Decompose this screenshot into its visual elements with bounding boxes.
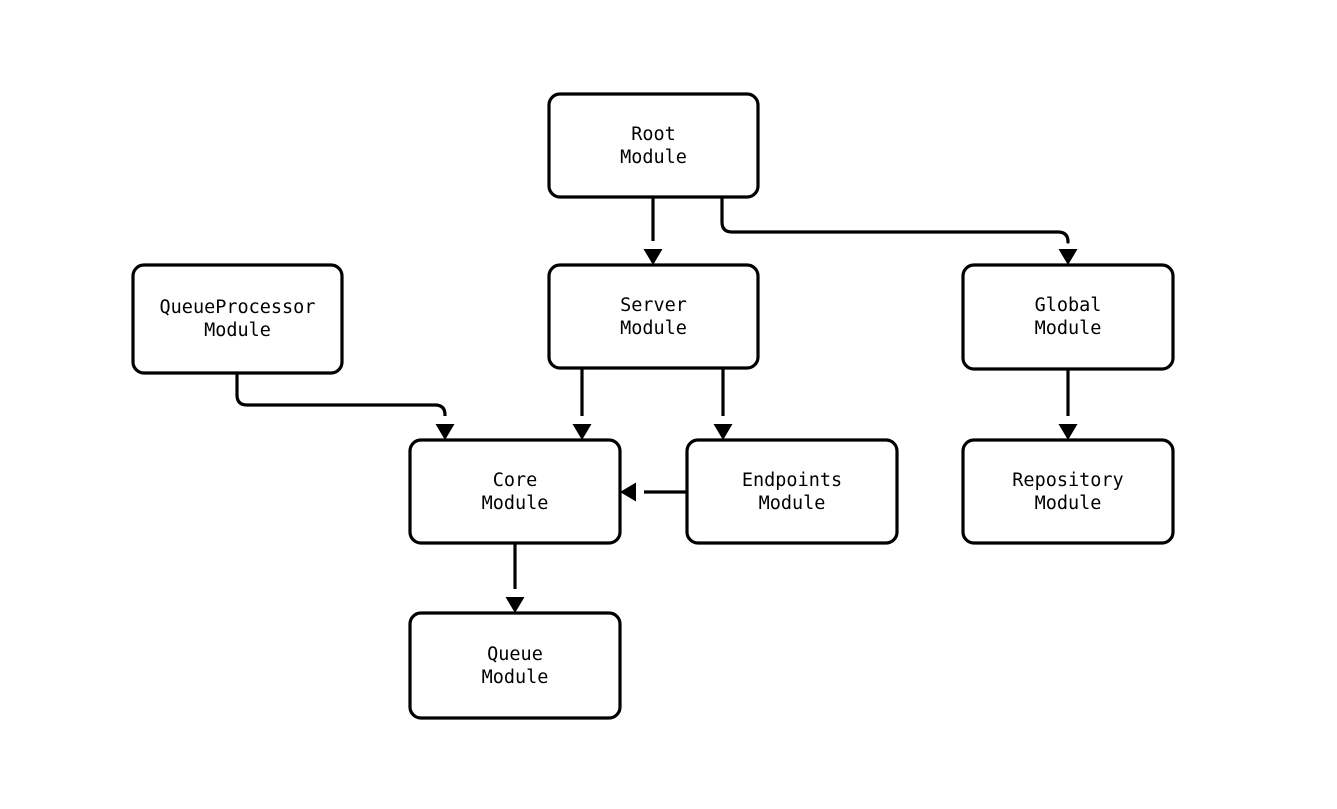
nodes-layer	[131, 92, 1175, 720]
edge-core-to-queue	[505, 543, 525, 613]
node-box-server[interactable]	[547, 263, 760, 370]
node-box-core[interactable]	[408, 438, 622, 545]
edge-server-to-endpoints	[713, 368, 733, 440]
edges-layer	[235, 197, 1078, 613]
edge-root-to-server	[643, 197, 663, 265]
edge-root-to-global	[720, 197, 1078, 265]
node-box-global[interactable]	[961, 263, 1175, 371]
arrow-head-icon	[713, 424, 733, 440]
arrow-head-icon	[1058, 249, 1078, 265]
edge-line	[720, 197, 1070, 244]
edge-line	[235, 373, 447, 417]
arrow-head-icon	[1058, 424, 1078, 440]
edge-server-to-core	[572, 368, 592, 440]
arrow-head-icon	[620, 482, 636, 502]
node-box-queueprocessor[interactable]	[131, 263, 344, 375]
arrow-head-icon	[572, 424, 592, 440]
arrow-head-icon	[435, 424, 455, 440]
edge-queueprocessor-to-core	[235, 373, 455, 440]
edge-endpoints-to-core	[620, 482, 687, 502]
arrow-head-icon	[643, 249, 663, 265]
node-box-root[interactable]	[547, 92, 760, 199]
node-box-repository[interactable]	[961, 438, 1175, 545]
node-box-endpoints[interactable]	[685, 438, 899, 545]
arrow-head-icon	[505, 597, 525, 613]
edge-global-to-repository	[1058, 369, 1078, 440]
node-box-queue[interactable]	[408, 611, 622, 720]
